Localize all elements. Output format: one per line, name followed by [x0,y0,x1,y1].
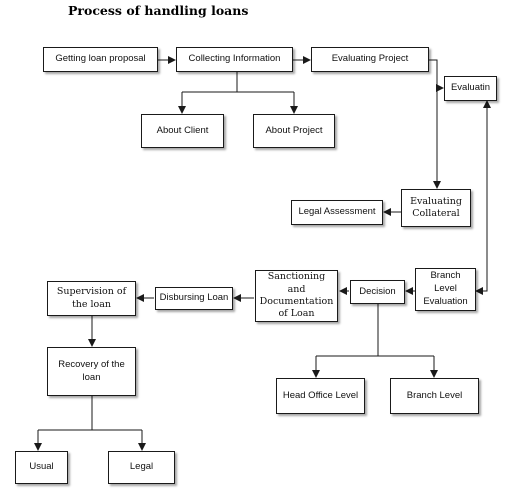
node-legal: Legal [108,451,175,484]
node-disbursing-loan: Disbursing Loan [155,287,233,310]
node-decision: Decision [350,280,405,304]
node-evaluating-collateral: Evaluating Collateral [401,189,471,227]
node-about-project: About Project [253,114,335,148]
node-legal-assessment: Legal Assessment [291,200,383,225]
edge-evaluatin-to-branch-evaluation [475,100,491,295]
node-getting-loan-proposal: Getting loan proposal [43,47,158,72]
diagram-title: Process of handling loans [68,3,249,18]
node-usual: Usual [15,451,68,484]
node-about-client: About Client [141,114,224,148]
node-sanctioning-documentation: Sanctioning and Documentation of Loan [255,270,338,322]
node-evaluatin: Evaluatin [444,76,497,101]
node-evaluating-project: Evaluating Project [311,47,429,72]
node-recovery-of-loan: Recovery of the loan [47,347,136,396]
node-collecting-information: Collecting Information [176,47,293,72]
node-branch-level: Branch Level [390,378,479,414]
node-head-office-level: Head Office Level [276,378,365,414]
edge-evaluating-project-to-evaluatin [429,59,444,92]
node-supervision-of-loan: Supervision of the loan [47,281,136,316]
node-branch-level-evaluation: Branch Level Evaluation [415,268,476,311]
